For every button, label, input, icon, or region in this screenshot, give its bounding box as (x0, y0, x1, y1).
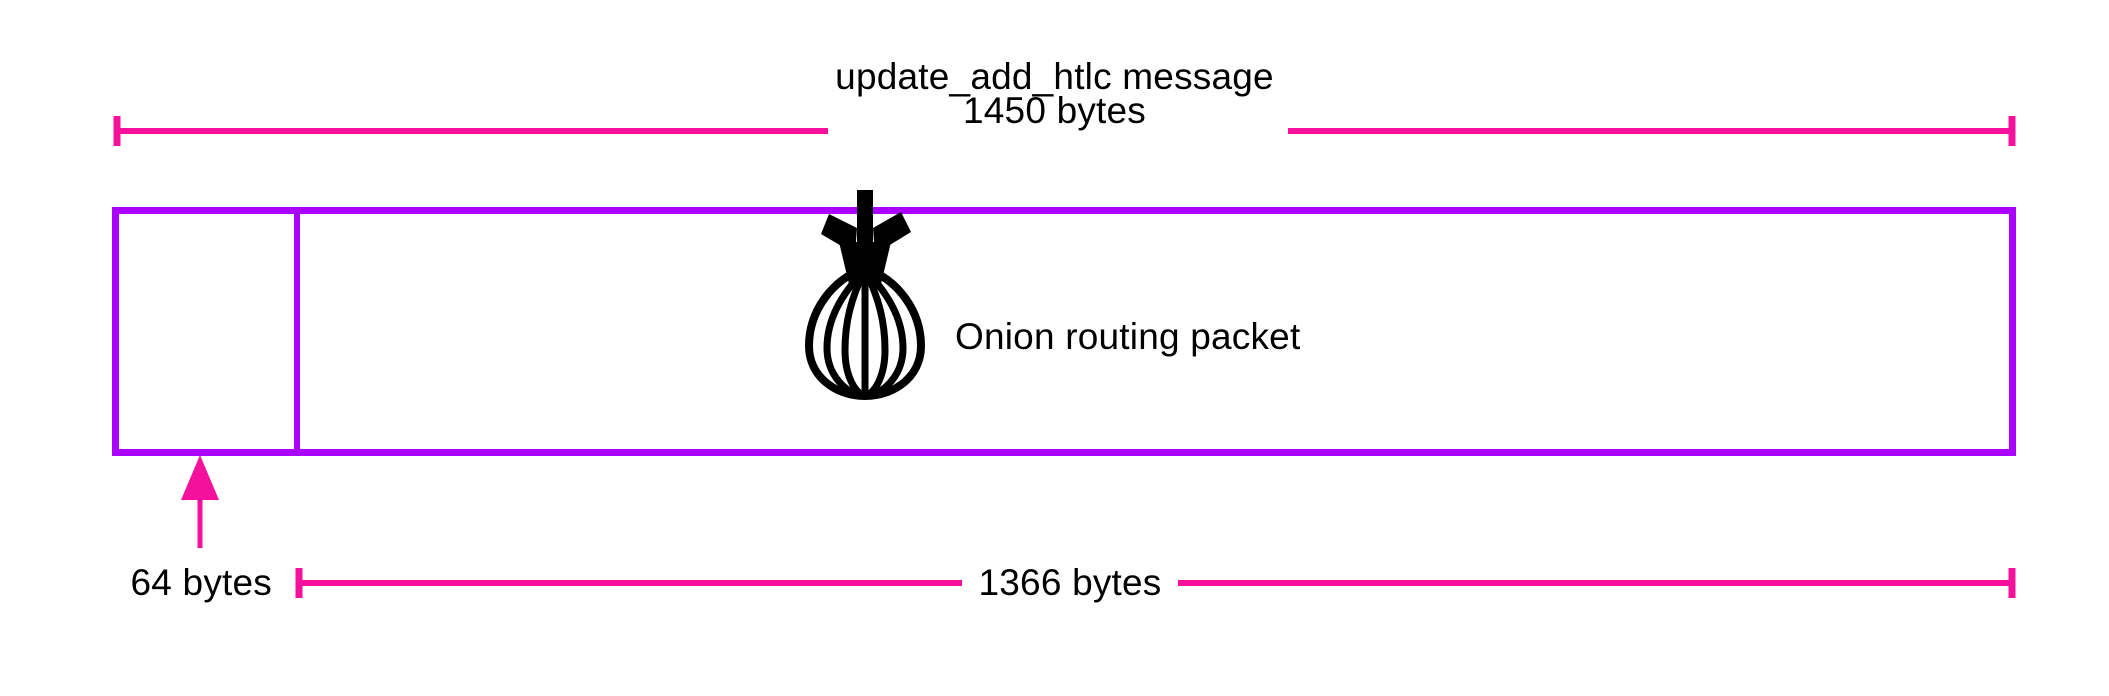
onion-icon-rib-5 (862, 267, 907, 400)
onion-field-size-label: 1366 bytes (978, 562, 1162, 603)
onion-length-dimension (295, 568, 2016, 598)
onion-icon (804, 190, 926, 401)
header-field-callout-arrow (181, 455, 219, 548)
onion-icon-rib-2 (841, 268, 869, 400)
header-field-size-label: 64 bytes (130, 562, 272, 603)
onion-icon-stalk (857, 190, 873, 252)
onion-icon-rib-1 (823, 267, 868, 400)
packet-box (112, 207, 2016, 456)
total-length-dimension (113, 116, 2016, 146)
packet-box-outline (112, 207, 2016, 456)
onion-icon-rib-4 (861, 268, 889, 400)
message-total-size-label: 1450 bytes (962, 90, 1147, 131)
callout-arrow-head (181, 455, 219, 500)
onion-routing-packet-label: Onion routing packet (955, 316, 1301, 357)
message-title: update_add_htlc message (835, 56, 1274, 97)
